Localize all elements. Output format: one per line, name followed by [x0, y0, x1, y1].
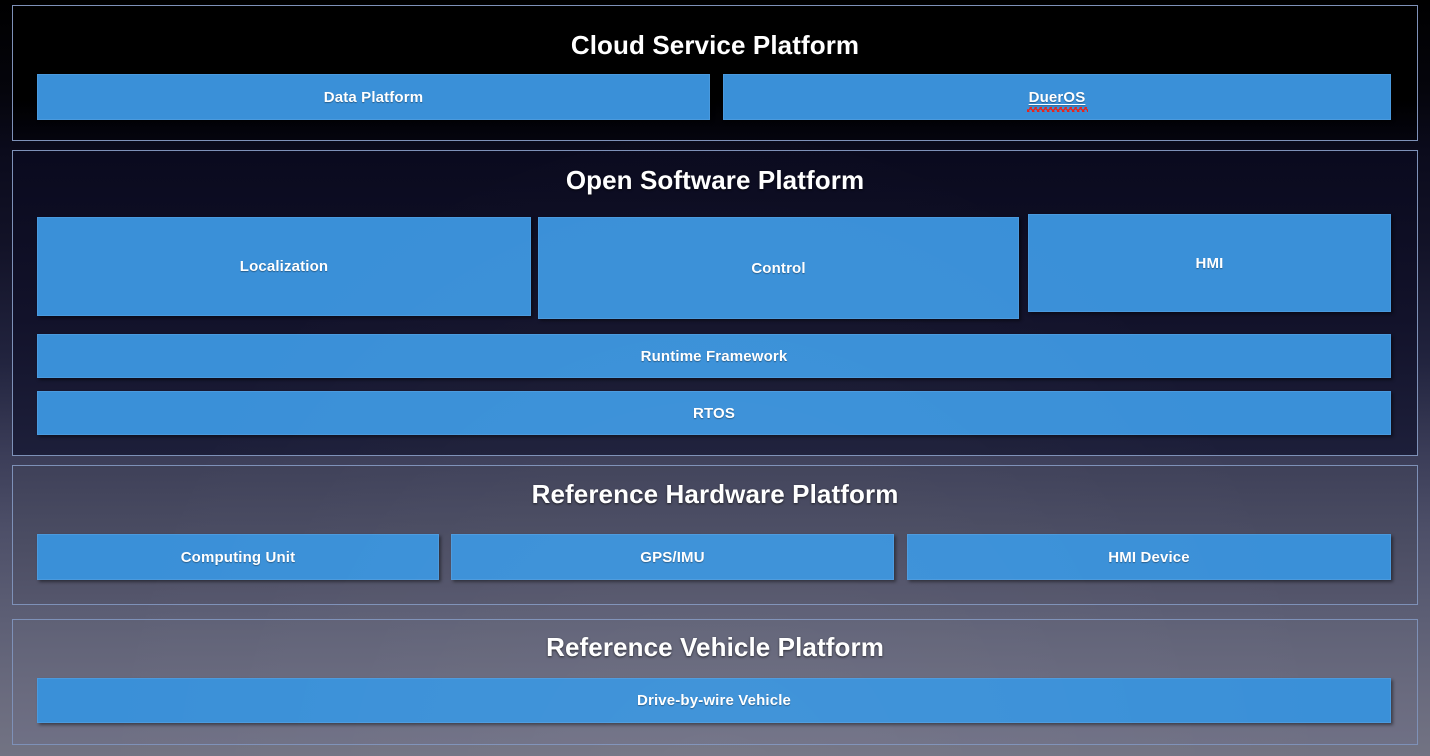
layer-reference-hardware-platform: Reference Hardware Platform Computing Un…	[12, 465, 1418, 605]
box-label-hmi-device: HMI Device	[1108, 548, 1190, 566]
box-drive-by-wire-vehicle[interactable]: Drive-by-wire Vehicle	[37, 678, 1391, 723]
box-label-drive-by-wire-vehicle: Drive-by-wire Vehicle	[636, 692, 792, 709]
box-label-data-platform: Data Platform	[323, 88, 424, 106]
layer-title-reference-vehicle-platform: Reference Vehicle Platform	[546, 632, 884, 662]
box-label-localization: Localization	[239, 258, 329, 275]
box-hmi[interactable]: HMI	[1028, 214, 1391, 312]
box-localization[interactable]: Localization	[37, 217, 531, 316]
layer-reference-vehicle-platform: Reference Vehicle Platform Drive-by-wire…	[12, 619, 1418, 745]
box-label-dueros: DuerOS	[1026, 88, 1089, 112]
box-hmi-device[interactable]: HMI Device	[907, 534, 1391, 580]
box-label-hmi: HMI	[1195, 254, 1224, 272]
layer-cloud-service-platform: Cloud Service Platform Data Platform Due…	[12, 5, 1418, 141]
box-label-rtos: RTOS	[693, 404, 735, 422]
box-runtime-framework[interactable]: Runtime Framework	[37, 334, 1391, 378]
box-dueros[interactable]: DuerOS	[723, 74, 1391, 120]
box-label-runtime-framework: Runtime Framework	[640, 347, 788, 365]
box-label-control: Control	[751, 259, 806, 277]
box-rtos[interactable]: RTOS	[37, 391, 1391, 435]
box-computing-unit[interactable]: Computing Unit	[37, 534, 439, 580]
box-data-platform[interactable]: Data Platform	[37, 74, 710, 120]
layer-open-software-platform: Open Software Platform Localization Cont…	[12, 150, 1418, 456]
box-control[interactable]: Control	[538, 217, 1019, 319]
layer-title-cloud-service-platform: Cloud Service Platform	[570, 30, 860, 60]
box-gps-imu[interactable]: GPS/IMU	[451, 534, 894, 580]
box-label-computing-unit: Computing Unit	[180, 548, 296, 566]
layer-title-open-software-platform: Open Software Platform	[565, 165, 865, 195]
box-label-gps-imu: GPS/IMU	[640, 548, 705, 566]
layer-title-reference-hardware-platform: Reference Hardware Platform	[531, 479, 899, 509]
